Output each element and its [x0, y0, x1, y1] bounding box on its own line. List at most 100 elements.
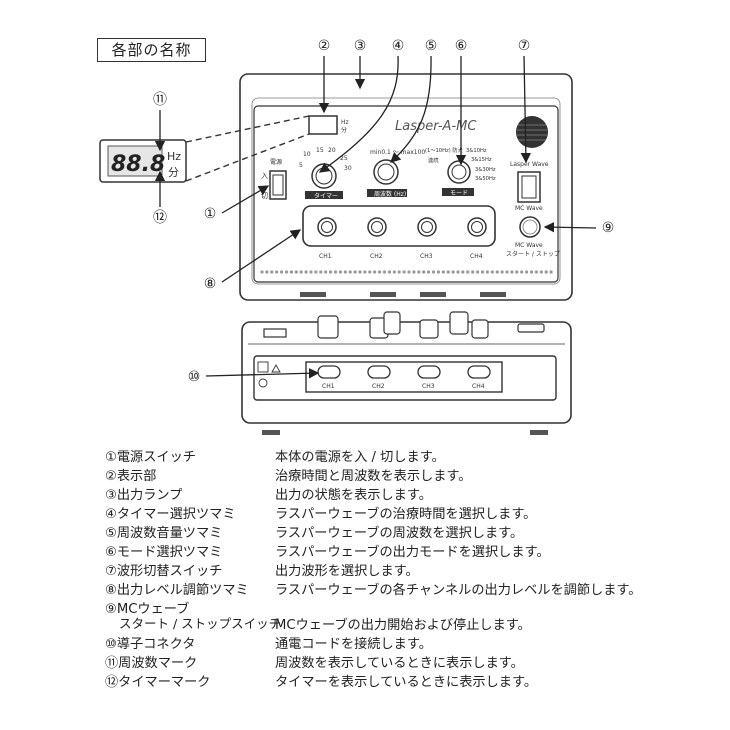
indicator-dot: [500, 270, 504, 274]
ch2-label: CH2: [370, 253, 383, 260]
projection-lines: [185, 115, 310, 182]
power-off-label: 切: [261, 192, 268, 200]
legend-desc: 治療時間と周波数を表示します。: [275, 469, 472, 484]
indicator-dot: [480, 270, 485, 274]
indicator-dot: [510, 270, 514, 274]
timer-scale-30: 30: [344, 165, 352, 172]
indicator-dot: [402, 270, 406, 274]
channel-knob-ch4[interactable]: CH4: [467, 217, 487, 260]
legend-desc: 本体の電源を入 / 切します。: [275, 450, 445, 465]
indicator-dot: [539, 270, 543, 274]
legend-name: ①電源スイッチ: [105, 450, 196, 465]
front-device: [241, 321, 572, 435]
indicator-dot: [397, 270, 401, 274]
timer-scale-10: 10: [303, 151, 311, 158]
indicator-dot: [333, 270, 338, 274]
indicator-dot: [294, 270, 298, 274]
device-display-min: 分: [341, 126, 347, 134]
legend-desc: タイマーを表示しているときに表示します。: [275, 675, 538, 690]
indicator-dot: [358, 270, 362, 274]
indicator-dot: [353, 270, 357, 274]
legend-name: ⑫タイマーマーク: [105, 675, 211, 690]
callout-11: ⑪: [153, 92, 167, 108]
indicator-dot: [338, 270, 342, 274]
indicator-dot: [382, 270, 387, 274]
indicator-dot: [485, 270, 489, 274]
indicator-dot: [343, 270, 347, 274]
indicator-dot: [525, 270, 529, 274]
connector-ch1-label: CH1: [322, 383, 335, 390]
mode-label-4: 連続: [428, 156, 439, 164]
indicator-dot: [304, 270, 308, 274]
mc-wave-button-label: MC Wave: [515, 242, 543, 249]
speaker-grille: [516, 116, 548, 148]
indicator-dot: [363, 270, 367, 274]
channel-knobs: CH1 CH2 CH3 CH4: [317, 217, 487, 260]
front-top-knobs: [263, 311, 545, 339]
legend-name: ⑧出力レベル調節ツマミ: [105, 583, 249, 598]
mode-label-1: (1〜10Hz) 防犬: [425, 146, 464, 154]
indicator-dot: [505, 270, 509, 274]
legend-desc: ラスパーウェーブの出力モードを選択します。: [275, 545, 550, 560]
callout-1: ①: [204, 206, 217, 222]
indicator-dot: [373, 270, 377, 274]
indicator-dot: [456, 270, 460, 274]
callout-arrows: [154, 55, 597, 379]
indicator-dot: [544, 270, 548, 274]
callout-3: ③: [354, 38, 367, 54]
indicator-dot: [520, 270, 524, 274]
device-display: Hz 分: [308, 115, 349, 135]
mode-label-5: 3&30Hz: [475, 167, 496, 173]
indicator-dot: [284, 270, 289, 274]
indicator-dot: [387, 270, 391, 274]
indicator-dot: [260, 270, 264, 274]
ch3-label: CH3: [420, 253, 433, 260]
safety-symbols: [257, 361, 281, 388]
channel-knob-ch2[interactable]: CH2: [367, 217, 387, 260]
legend-name: ⑨MCウェーブ: [105, 602, 190, 617]
brand-label: Lasper-A-MC: [395, 119, 477, 134]
timer-knob[interactable]: 10 15 20 5 25 30 タイマー: [299, 147, 352, 200]
channel-knob-ch1[interactable]: CH1: [317, 217, 337, 260]
wave-select-switch[interactable]: Lasper Wave MC Wave: [510, 161, 549, 212]
indicator-dot: [289, 270, 293, 274]
power-on-label: 入: [261, 172, 268, 180]
timer-scale-25: 25: [340, 155, 348, 162]
callout-12: ⑫: [153, 210, 167, 226]
device-diagram: Hz 分 Lasper-A-MC 電源 入 切 10 15 20 5 25 30…: [99, 38, 614, 435]
callout-4: ④: [392, 38, 405, 54]
mc-wave-label: MC Wave: [515, 205, 543, 212]
indicator-dot: [427, 270, 431, 274]
indicator-dot: [431, 270, 436, 274]
legend-desc: 出力波形を選択します。: [275, 564, 419, 579]
callout-5: ⑤: [425, 38, 438, 54]
indicator-dot: [329, 270, 333, 274]
legend-name: ⑦波形切替スイッチ: [105, 564, 223, 579]
indicator-dot: [324, 270, 328, 274]
indicator-dot: [348, 270, 352, 274]
connector-ports: CH1 CH2 CH3 CH4: [317, 365, 491, 390]
lasper-wave-label: Lasper Wave: [510, 161, 549, 168]
connector-ch3-label: CH3: [422, 383, 435, 390]
indicator-dot: [446, 270, 450, 274]
mc-wave-start-stop-button[interactable]: MC Wave スタート / ストップ: [506, 216, 560, 258]
callout-7: ⑦: [518, 38, 531, 54]
connector-ch1[interactable]: CH1: [317, 365, 341, 390]
indicator-dot: [495, 270, 499, 274]
indicator-dot: [466, 270, 470, 274]
connector-ch4[interactable]: CH4: [467, 365, 491, 390]
power-switch[interactable]: 電源 入 切: [261, 158, 287, 200]
connector-ch3[interactable]: CH3: [417, 365, 441, 390]
indicator-dot: [270, 270, 274, 274]
legend-name: ⑥モード選択ツマミ: [105, 545, 223, 560]
freq-label: 周波数 (Hz): [374, 190, 406, 198]
connector-ch2[interactable]: CH2: [367, 365, 391, 390]
callout-8: ⑧: [204, 276, 217, 292]
indicator-dot: [368, 270, 372, 274]
bottom-indicator-strip: [260, 270, 553, 274]
legend-name: ⑩導子コネクタ: [105, 637, 196, 652]
channel-knob-ch3[interactable]: CH3: [417, 217, 437, 260]
connector-area: [305, 361, 503, 393]
indicator-dot: [461, 270, 465, 274]
callout-numbers: ② ③ ④ ⑤ ⑥ ⑦ ⑪ ⑫ ① ⑧ ⑨ ⑩: [153, 38, 614, 385]
